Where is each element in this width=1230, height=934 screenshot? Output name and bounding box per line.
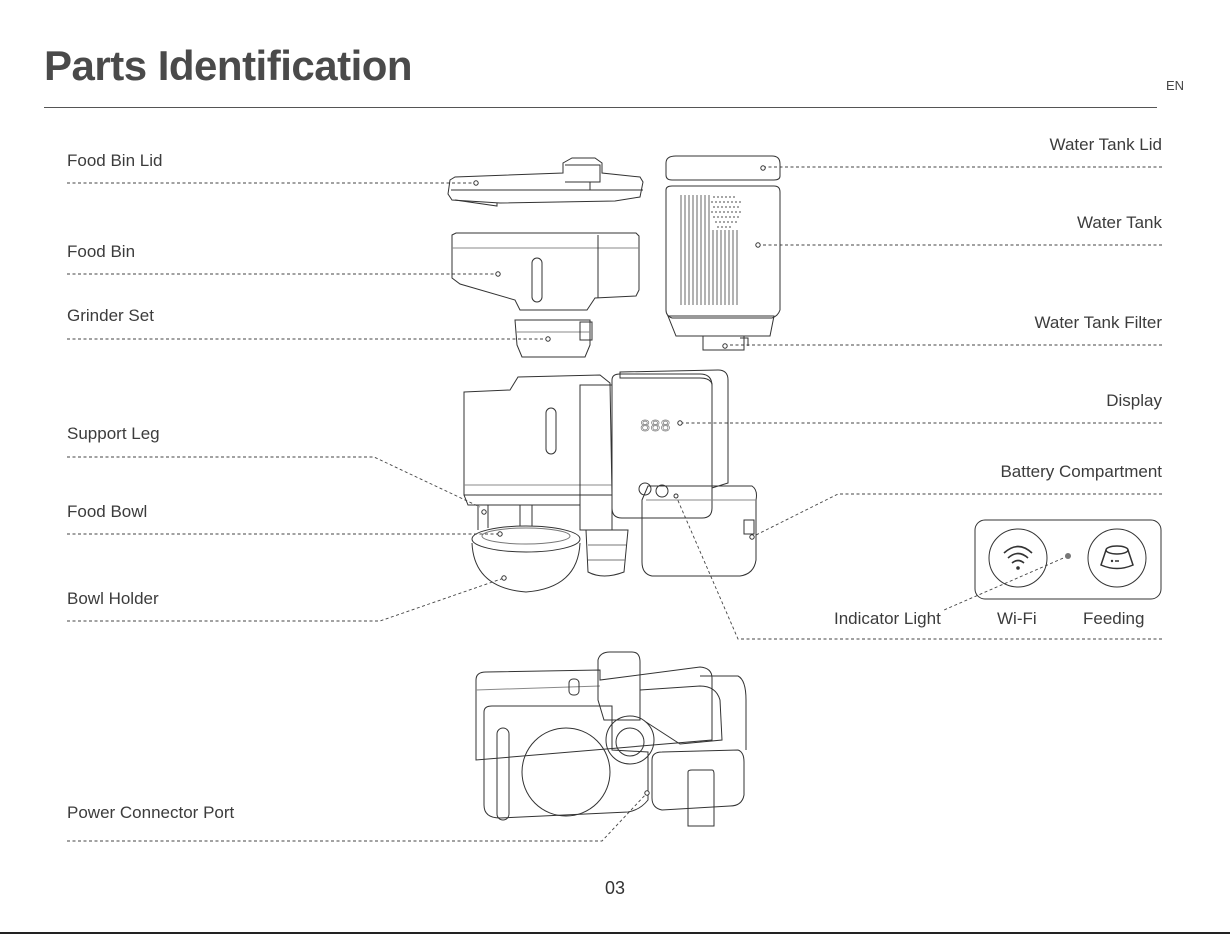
water-tank-lid-drawing: [666, 156, 780, 180]
page-number: 03: [0, 878, 1230, 899]
wifi-icon: [1004, 547, 1032, 570]
water-tank-drawing: [666, 186, 780, 336]
food-bin-lid-drawing: [448, 158, 643, 206]
food-bowl-drawing: [472, 526, 580, 592]
grinder-set-drawing: [515, 320, 592, 357]
food-bin-drawing: [452, 233, 639, 310]
display-digits: 888: [640, 418, 671, 437]
indicator-callout-box: [975, 520, 1161, 599]
water-tank-filter-drawing: [703, 336, 748, 350]
bottom-view-drawing: [476, 652, 746, 826]
leader-lines: [67, 167, 1162, 841]
feeding-bowl-icon: [1101, 546, 1133, 569]
main-body-drawing: 888: [464, 370, 757, 576]
indicator-light-dot: [1065, 553, 1071, 559]
